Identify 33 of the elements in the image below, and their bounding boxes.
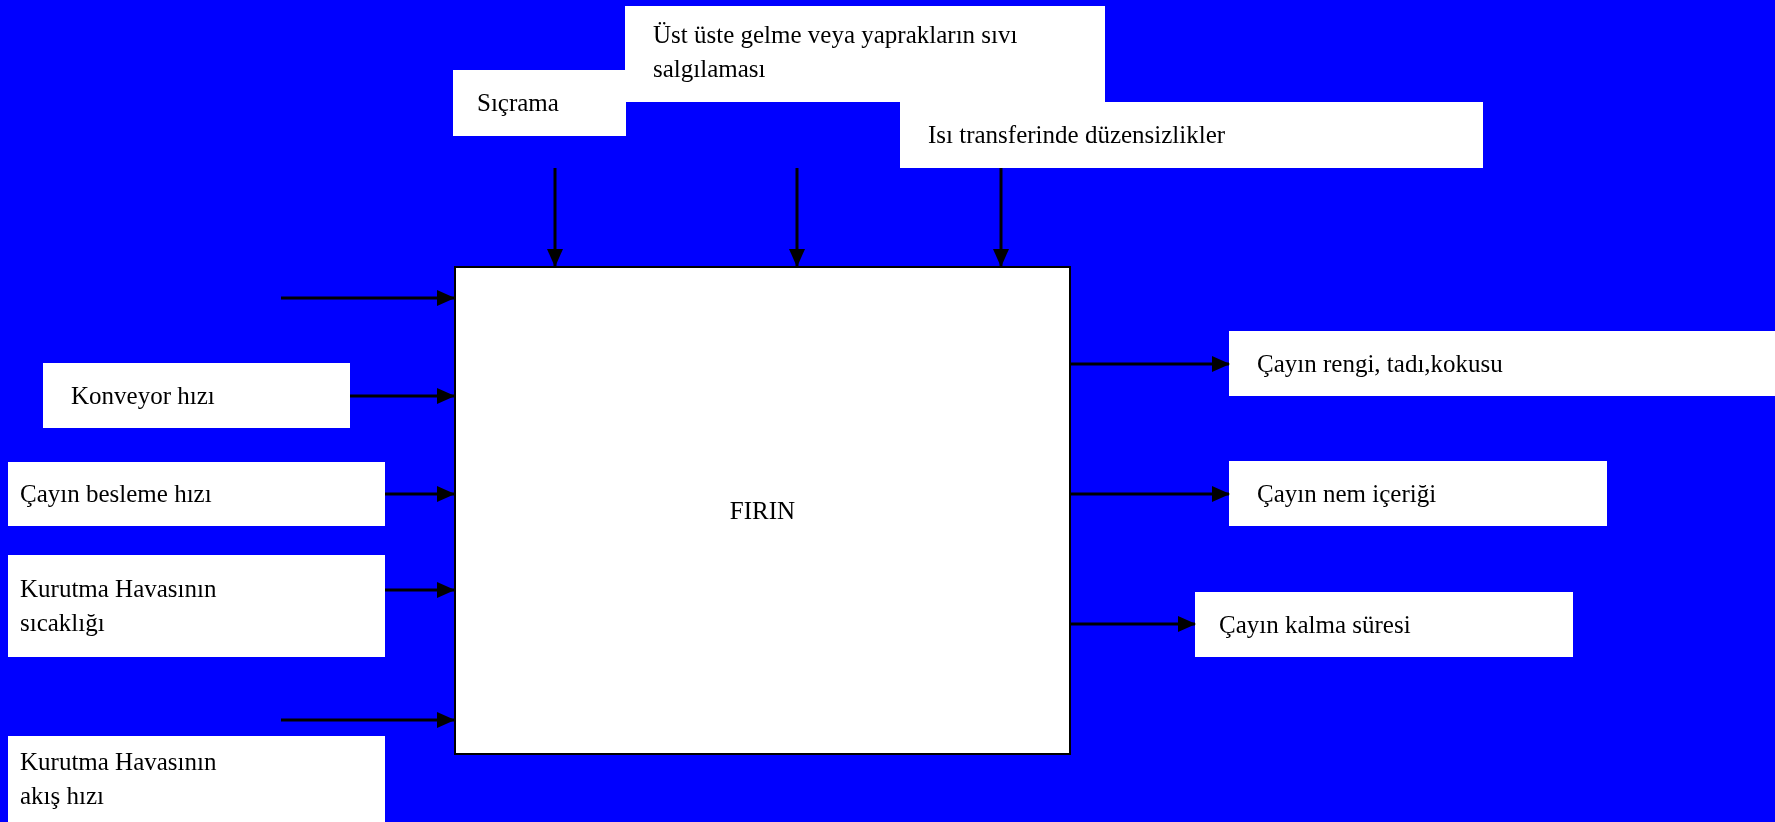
cause-box	[453, 70, 626, 136]
node-text: Isı transferinde düzensizlikler	[928, 120, 1226, 151]
arrow	[385, 582, 455, 598]
arrow	[547, 168, 563, 267]
output-box	[1229, 461, 1607, 526]
arrow	[993, 168, 1009, 267]
node-text: Kurutma Havasının akış hızı	[20, 747, 218, 811]
node-text: Çayın kalma süresi	[1219, 609, 1411, 640]
input-box	[43, 363, 350, 428]
arrow	[1071, 356, 1230, 372]
arrow	[1071, 616, 1196, 632]
arrow	[1071, 486, 1230, 502]
node-text: FIRIN	[729, 495, 796, 526]
node-text: Sıçrama	[477, 88, 559, 119]
node-text: Çayın nem içeriği	[1257, 478, 1437, 509]
input-box	[8, 736, 385, 822]
output-box	[1195, 592, 1573, 657]
input-box	[8, 555, 385, 657]
node-text: Üst üste gelme veya yaprakların sıvı salgılaması	[653, 20, 1019, 84]
arrow	[789, 168, 805, 267]
node-text: Çayın rengi, tadı,kokusu	[1257, 348, 1503, 379]
arrow	[385, 486, 455, 502]
arrow	[350, 388, 455, 404]
arrow	[281, 712, 455, 728]
output-box	[1229, 331, 1775, 396]
node-text: Konveyor hızı	[71, 380, 215, 411]
input-box	[8, 462, 385, 526]
node-text: Kurutma Havasının sıcaklığı	[20, 574, 218, 638]
process-box	[454, 266, 1071, 755]
cause-box	[625, 6, 1105, 102]
arrow	[281, 290, 455, 306]
cause-box	[900, 102, 1483, 168]
node-text: Çayın besleme hızı	[20, 479, 212, 510]
